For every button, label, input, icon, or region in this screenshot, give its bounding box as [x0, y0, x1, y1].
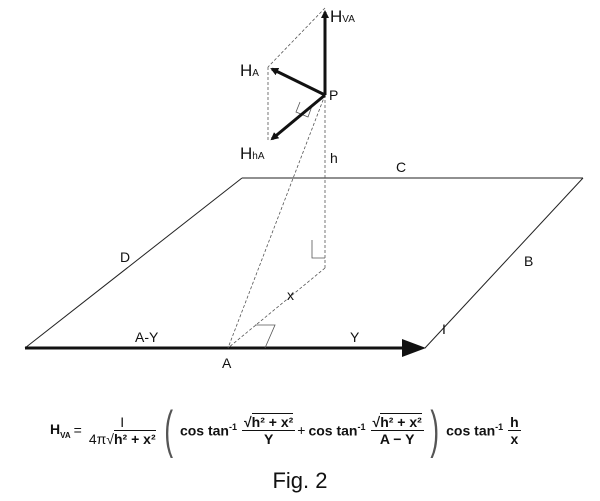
term1-frac: √h² + x² Y: [241, 412, 296, 447]
label-a-minus-y: A-Y: [135, 329, 159, 345]
prefactor: I 4π√h² + x²: [88, 413, 156, 447]
label-a: A: [222, 355, 232, 371]
field-formula: HVA = I 4π√h² + x² ( cos tan-1 √h² + x² …: [50, 400, 600, 460]
plus: +: [297, 422, 306, 438]
label-c: C: [396, 159, 406, 175]
equals: =: [73, 422, 82, 438]
ha-arrow: [270, 67, 326, 97]
label-hva: HVA: [330, 7, 355, 26]
label-i: I: [442, 321, 446, 337]
label-y: Y: [350, 329, 360, 345]
label-d: D: [120, 249, 130, 265]
close-paren: ): [430, 401, 439, 459]
label-hha: HhA: [240, 144, 265, 163]
edge-d: [24, 177, 243, 349]
term3-frac: h x: [508, 413, 521, 447]
edge-b: [424, 177, 584, 349]
term3: cos tan-1: [446, 421, 504, 439]
construction-lines: [227, 7, 326, 349]
label-h: h: [330, 150, 338, 166]
hha-arrow: [270, 93, 326, 141]
formula-lhs: HVA: [50, 420, 71, 440]
open-paren: (: [163, 401, 173, 459]
label-b: B: [524, 253, 533, 269]
field-diagram: HVA HA HhA P h C D B x A-Y Y I A: [24, 7, 584, 371]
label-x: x: [287, 287, 294, 303]
term2: cos tan-1: [308, 421, 366, 439]
label-p: P: [329, 87, 338, 103]
plane: [24, 177, 584, 349]
term2-frac: √h² + x² A − Y: [370, 412, 424, 447]
field-vectors: [270, 10, 329, 141]
term1: cos tan-1: [179, 421, 237, 439]
label-ha: HA: [240, 61, 259, 80]
figure-caption: Fig. 2: [272, 468, 328, 493]
